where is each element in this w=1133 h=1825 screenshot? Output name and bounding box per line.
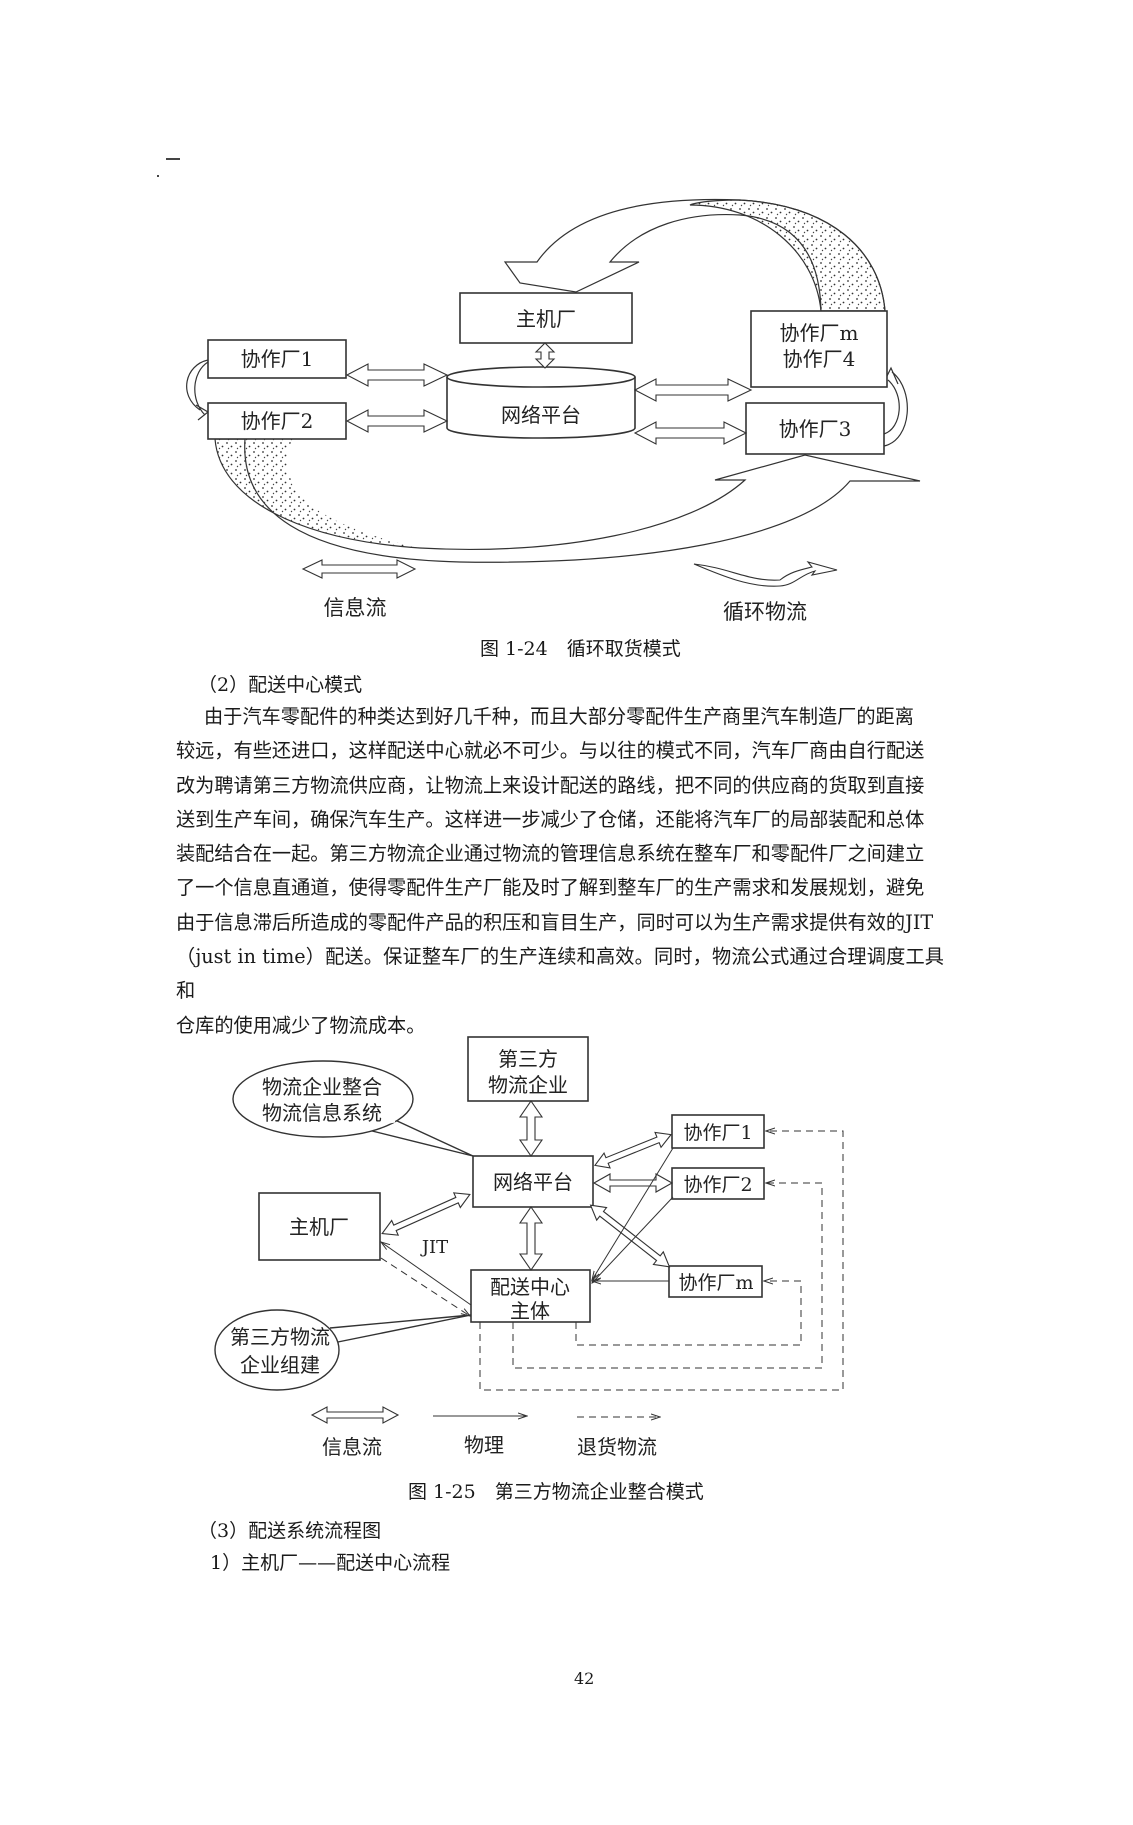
scan-mark bbox=[166, 158, 180, 160]
node-coop2 bbox=[671, 1167, 765, 1200]
jit-label: JIT bbox=[420, 1237, 448, 1258]
paragraph-line: 较远，有些还进口，这样配送中心就必不可少。与以往的模式不同，汽车厂商由自行配送 bbox=[176, 739, 925, 763]
node-dc-label-1: 配送中心 bbox=[490, 1275, 570, 1299]
return-arrow-host-dc bbox=[380, 1257, 470, 1316]
info-arrow-platform-dc bbox=[518, 1206, 544, 1271]
node-host-label: 主机厂 bbox=[516, 307, 576, 331]
scan-mark bbox=[157, 175, 159, 177]
node-coop2-label: 协作厂2 bbox=[241, 409, 314, 433]
node-coop-m-4 bbox=[750, 310, 888, 388]
physical-arrow-coop1-dc bbox=[592, 1147, 674, 1280]
callout-3pl-label-1: 第三方物流 bbox=[230, 1325, 330, 1349]
paragraph-line: 了一个信息直通道，使得零配件生产厂能及时了解到整车厂的生产需求和发展规划，避免 bbox=[176, 876, 925, 900]
info-arrow-coop2-platform bbox=[345, 409, 449, 433]
page-number: 42 bbox=[574, 1669, 595, 1688]
node-coop-m-label: 协作厂m bbox=[678, 1272, 753, 1294]
info-arrow-platform-coopm bbox=[633, 378, 753, 402]
callout-integration bbox=[232, 1060, 474, 1157]
node-third-party-label-1: 第三方 bbox=[498, 1047, 558, 1071]
info-arrow-coop1-platform bbox=[345, 363, 449, 387]
node-coop-m-label: 协作厂m bbox=[780, 321, 859, 345]
section-2-heading: （2）配送中心模式 bbox=[198, 674, 363, 696]
paragraph-line: 仓库的使用减少了物流成本。 bbox=[176, 1013, 426, 1037]
info-arrow-platform-coop3 bbox=[633, 421, 748, 445]
paragraph-line: 改为聘请第三方物流供应商，让物流上来设计配送的路线，把不同的供应商的货取到直接 bbox=[176, 773, 925, 797]
callout-3pl-formation bbox=[214, 1309, 472, 1391]
cyclic-flow-arrow-top bbox=[503, 198, 886, 312]
cyclic-arrow-right bbox=[883, 371, 908, 447]
info-arrow-platform-coop2 bbox=[592, 1173, 674, 1193]
callout-integration-label-2: 物流信息系统 bbox=[262, 1101, 382, 1125]
return-arrow-dc-coopm bbox=[575, 1281, 802, 1346]
node-dc-label-2: 主体 bbox=[510, 1299, 550, 1323]
node-platform bbox=[472, 1155, 594, 1208]
node-platform bbox=[446, 366, 636, 439]
info-arrow-platform-coopm bbox=[589, 1204, 671, 1268]
callout-3pl-label-2: 企业组建 bbox=[240, 1353, 320, 1377]
paragraph-line: 由于信息滞后所造成的零配件产品的积压和盲目生产，同时可以为生产需求提供有效的JI… bbox=[176, 910, 934, 934]
legend-cyclic-flow-arrow bbox=[693, 561, 838, 587]
paragraph-line: 由于汽车零配件的种类达到好几千种，而且大部分零配件生产商里汽车制造厂的距离 bbox=[204, 705, 914, 728]
figure-1-24: 主机厂 网络平台 协作厂1 协作厂2 协作厂m 协作厂4 协作厂3 信息流 循环… bbox=[186, 198, 921, 624]
node-coop1-label: 协作厂1 bbox=[241, 347, 314, 371]
legend-info-flow-label: 信息流 bbox=[322, 1435, 382, 1459]
node-coop3 bbox=[745, 402, 885, 455]
physical-arrow-coop2-dc bbox=[592, 1196, 674, 1283]
node-coop1 bbox=[207, 339, 347, 379]
node-third-party bbox=[467, 1036, 589, 1102]
info-arrow-host-platform bbox=[381, 1192, 471, 1236]
node-third-party-label-2: 物流企业 bbox=[488, 1073, 568, 1097]
paragraph-line: 送到生产车间，确保汽车生产。这样进一步减少了仓储，还能将汽车厂的局部装配和总体 bbox=[176, 807, 925, 831]
cyclic-arrow-left bbox=[186, 359, 209, 416]
section-3-subheading: 1）主机厂——配送中心流程 bbox=[210, 1552, 451, 1574]
legend-info-flow-label: 信息流 bbox=[324, 596, 387, 620]
info-arrow-thirdparty-platform bbox=[518, 1100, 544, 1157]
figure-1-25-caption: 图 1-25 第三方物流企业整合模式 bbox=[408, 1481, 704, 1503]
node-host bbox=[459, 292, 633, 344]
node-coop3-label: 协作厂3 bbox=[779, 417, 852, 441]
legend-info-flow-arrow bbox=[301, 559, 417, 579]
legend-cyclic-flow-label: 循环物流 bbox=[723, 600, 807, 624]
physical-arrow-dc-host bbox=[381, 1242, 472, 1306]
info-arrow-platform-coop1 bbox=[594, 1131, 673, 1169]
section-3-heading: （3）配送系统流程图 bbox=[198, 1520, 382, 1542]
return-arrow-dc-coop2 bbox=[512, 1183, 823, 1369]
node-platform-label: 网络平台 bbox=[501, 403, 581, 427]
node-coop1-label: 协作厂1 bbox=[683, 1122, 752, 1144]
node-coop2 bbox=[207, 402, 347, 440]
callout-integration-label-1: 物流企业整合 bbox=[262, 1075, 382, 1099]
legend-info-flow-arrow bbox=[310, 1406, 400, 1424]
section-2-paragraph: 由于汽车零配件的种类达到好几千种，而且大部分零配件生产商里汽车制造厂的距离 较远… bbox=[176, 700, 944, 1043]
figure-1-24-caption: 图 1-24 循环取货模式 bbox=[480, 638, 681, 660]
cyclic-flow-arrow-bottom bbox=[214, 438, 921, 563]
node-coop1 bbox=[671, 1114, 765, 1149]
node-distribution-center bbox=[470, 1269, 591, 1323]
node-host bbox=[258, 1192, 381, 1261]
node-platform-label: 网络平台 bbox=[493, 1170, 573, 1194]
figure-1-25: 第三方 物流企业 网络平台 主机厂 配送中心 主体 协作厂1 协作厂2 协作厂m… bbox=[214, 1036, 844, 1459]
info-arrow-host-platform bbox=[534, 342, 556, 369]
node-coop-m bbox=[668, 1265, 763, 1298]
node-host-label: 主机厂 bbox=[289, 1215, 349, 1239]
paragraph-line: （just in time）配送。保证整车厂的生产连续和高效。同时，物流公式通过… bbox=[176, 945, 944, 1003]
node-coop4-label: 协作厂4 bbox=[783, 347, 856, 371]
node-coop2-label: 协作厂2 bbox=[683, 1174, 752, 1196]
paragraph-line: 装配结合在一起。第三方物流企业通过物流的管理信息系统在整车厂和零配件厂之间建立 bbox=[176, 842, 925, 866]
legend-return-label: 退货物流 bbox=[577, 1435, 657, 1459]
legend-physical-label: 物理 bbox=[464, 1433, 504, 1457]
